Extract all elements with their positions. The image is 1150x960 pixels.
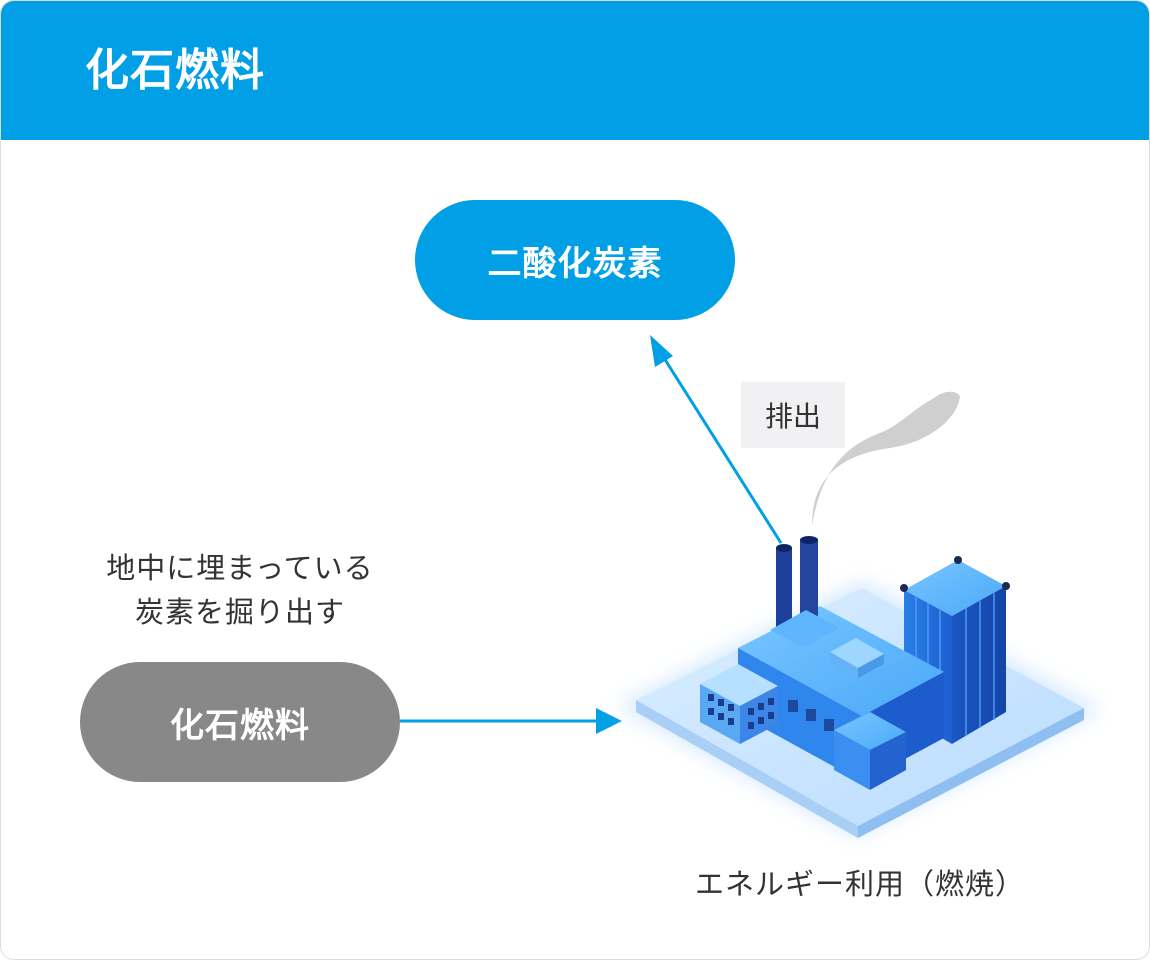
factory-icon [618, 536, 1100, 838]
co2-node: 二酸化炭素 [415, 200, 735, 320]
energy-use-caption: エネルギー利用（燃焼） [694, 867, 1025, 901]
fossil-fuel-node: 化石燃料 [80, 662, 400, 782]
extraction-note-line1: 地中に埋まっている [106, 551, 374, 585]
smoke-icon [812, 391, 960, 525]
arrow-fuel-to-factory [400, 708, 622, 734]
extraction-note: 地中に埋まっている 炭素を掘り出す [40, 546, 440, 634]
emission-label: 排出 [741, 382, 845, 448]
page-title: 化石燃料 [85, 45, 265, 96]
arrow-factory-to-co2 [650, 335, 783, 544]
header-bar: 化石燃料 [1, 1, 1149, 140]
extraction-note-line2: 炭素を掘り出す [134, 595, 345, 629]
